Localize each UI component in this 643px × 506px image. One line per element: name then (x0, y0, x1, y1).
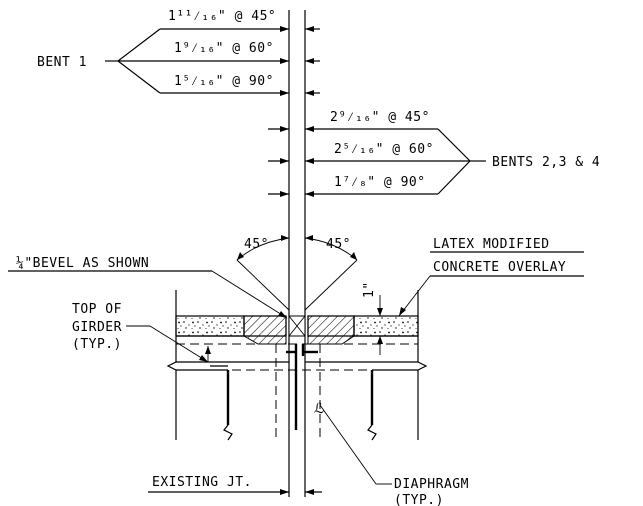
overlay-leader (398, 251, 584, 317)
bents-90-label: 1⁷⁄₈" @ 90° (334, 175, 426, 190)
deck-slab (175, 290, 419, 362)
bevel-label: ¼"BEVEL AS SHOWN (16, 256, 149, 271)
left-angle-label: 45° (244, 237, 269, 252)
top-girder-label-1: TOP OF (72, 302, 122, 317)
right-angle-label: 45° (326, 237, 351, 252)
top-girder-leader (126, 325, 209, 363)
bent1-right-ticks (305, 26, 320, 96)
diaphragm-label-1: DIAPHRAGM (394, 477, 469, 492)
girder-left (175, 369, 233, 441)
overlay-thickness-dim (377, 295, 383, 355)
overlay-label-line1: LATEX MODIFIED (433, 237, 550, 252)
overlay-label-line2: CONCRETE OVERLAY (433, 260, 566, 275)
bevel-leader (8, 270, 288, 319)
existing-joint-dim (148, 489, 322, 495)
bent1-60-label: 1⁹⁄₁₆" @ 60° (174, 41, 274, 56)
bent1-label: BENT 1 (37, 55, 87, 70)
joint-armor (286, 344, 318, 430)
bents-60-label: 2⁵⁄₁₆" @ 60° (334, 142, 434, 157)
bent1-45-label: 1¹¹⁄₁₆" @ 45° (168, 9, 276, 24)
bents-45-label: 2⁹⁄₁₆" @ 45° (330, 110, 430, 125)
girder-dim-arrows (205, 346, 211, 362)
overlay-thickness-label: 1" (362, 281, 377, 298)
bents234-left-ticks (268, 126, 289, 197)
bent1-leader-bracket (105, 28, 289, 94)
top-girder-label-2: GIRDER (72, 320, 122, 335)
diaphragm-label-2: (TYP.) (394, 493, 444, 506)
girder-right (367, 369, 419, 441)
girder-ledge (166, 361, 428, 371)
centerline-mark: ℒ (314, 401, 325, 417)
bent1-arrowheads (280, 26, 289, 96)
bevel-angle-arcs (236, 235, 358, 311)
bents234-label: BENTS 2,3 & 4 (492, 155, 600, 170)
top-girder-label-3: (TYP.) (72, 337, 122, 352)
diaphragm-leader (319, 404, 392, 485)
bents234-arrowheads (305, 126, 314, 197)
bent1-90-label: 1⁵⁄₁₆" @ 90° (174, 74, 274, 89)
joint-gap-lines (288, 10, 306, 497)
joint-seal-blocks (242, 315, 356, 345)
existing-joint-label: EXISTING JT. (152, 475, 252, 490)
bents234-leader-bracket (305, 128, 486, 195)
